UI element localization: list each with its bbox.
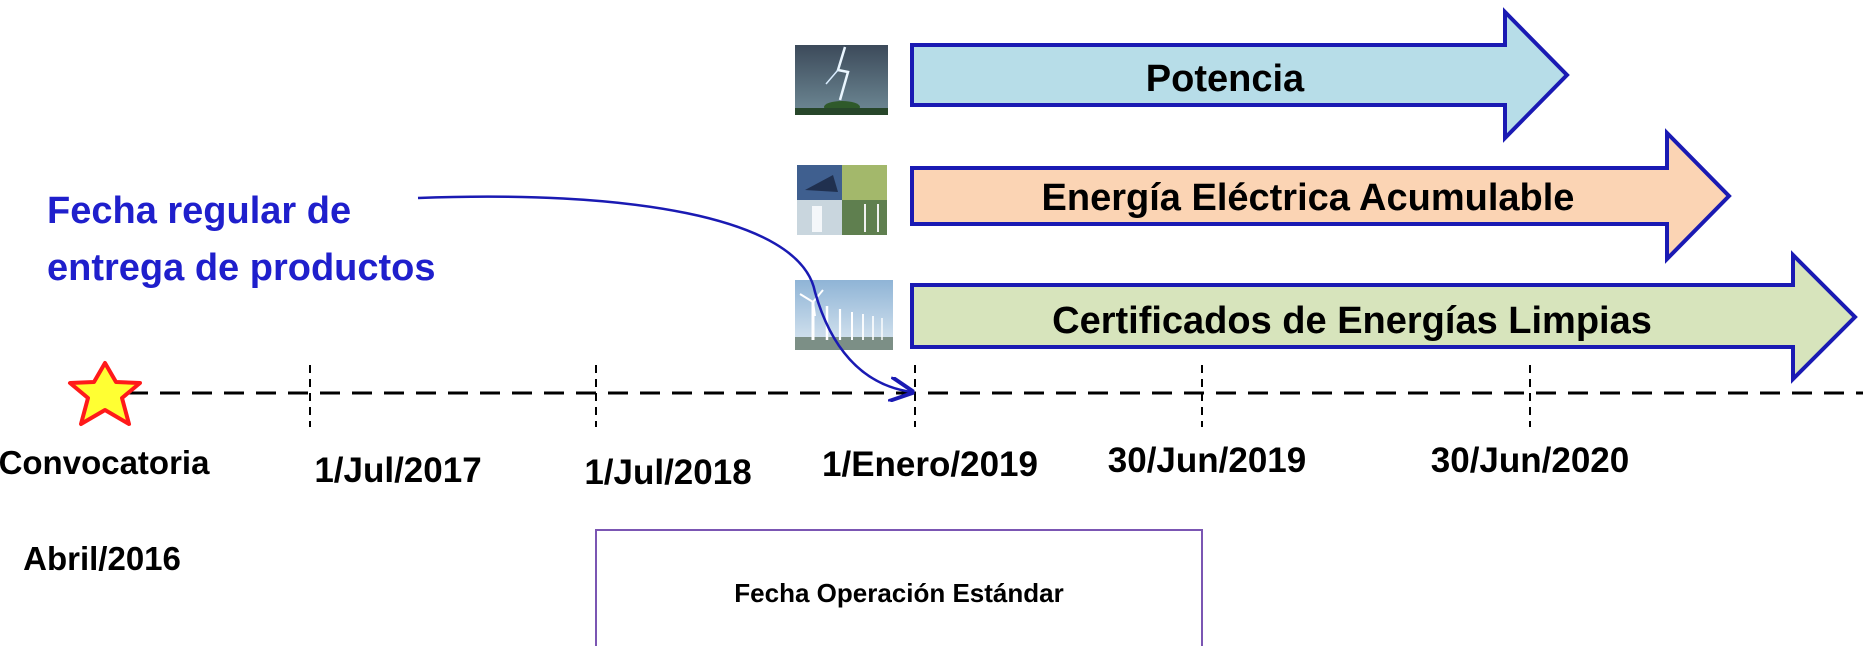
date-label-2017: 1/Jul/2017 <box>314 451 481 490</box>
product-arrow-potencia: Potencia <box>910 7 1570 143</box>
lightning-storm-photo-icon <box>795 45 888 115</box>
start-label: Convocatoria <box>0 444 210 481</box>
star-icon <box>68 361 142 426</box>
wind-turbines-photo-icon <box>795 280 893 350</box>
date-label-2018: 1/Jul/2018 <box>584 453 751 492</box>
date-label-jun-2020: 30/Jun/2020 <box>1431 441 1629 480</box>
product-arrow-cel: Certificados de Energías Limpias <box>910 250 1858 384</box>
date-label-enero-2019: 1/Enero/2019 <box>822 445 1038 484</box>
arrow-label-cel: Certificados de Energías Limpias <box>1052 300 1652 342</box>
arrow-shape-potencia <box>910 7 1570 143</box>
callout-connector-arrow <box>417 195 912 392</box>
date-label-jun-2019: 30/Jun/2019 <box>1108 441 1306 480</box>
arrow-shape-energia-acumulable <box>910 128 1732 264</box>
standard-operation-box <box>595 529 1203 646</box>
arrow-label-energia-acumulable: Energía Eléctrica Acumulable <box>1042 177 1575 219</box>
clean-energy-collage-photo-icon <box>797 165 887 235</box>
standard-operation-label: Fecha Operación Estándar <box>734 578 1063 608</box>
arrow-shape-cel <box>910 250 1858 384</box>
callout-line-1: Fecha regular de <box>47 190 351 232</box>
start-date-label: Abril/2016 <box>23 540 181 577</box>
product-arrow-energia-acumulable: Energía Eléctrica Acumulable <box>910 128 1732 264</box>
timeline-ticks <box>309 365 1531 427</box>
arrow-label-potencia: Potencia <box>1146 58 1305 100</box>
callout-line-2: entrega de productos <box>47 247 436 289</box>
